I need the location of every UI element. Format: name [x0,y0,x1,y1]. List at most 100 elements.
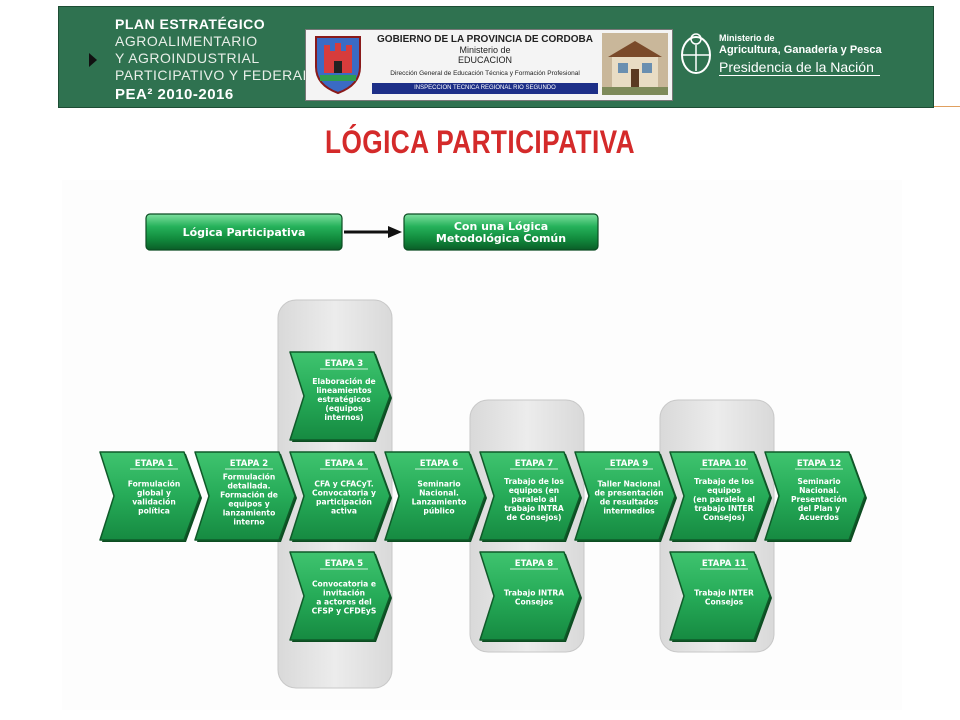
logic-box: Lógica Participativa [145,213,343,251]
stage-chevron [289,351,391,441]
stage-text: Consejos [705,598,744,607]
stage-label: ETAPA 2 [230,459,269,469]
stage-text: equipos y [228,500,269,509]
stage-text: equipos [707,486,741,495]
logic-box-label: Metodológica Común [436,232,566,245]
stage-text: lanzamiento [223,509,276,518]
stage-text: Nacional. [799,486,839,495]
stage-text: público [423,507,454,516]
stage-text: trabajo INTER [695,504,754,513]
stage-text: global y [137,489,171,498]
stage-label: ETAPA 4 [325,459,364,469]
stage-etapa-12: ETAPA 12 SeminarioNacional.Presentaciónde… [764,451,867,542]
stage-label: ETAPA 8 [515,559,554,569]
stage-text: Formulación [223,473,276,482]
stage-label: ETAPA 1 [135,459,174,469]
stage-text: intermedios [603,507,655,516]
stage-text: del Plan y [798,504,840,513]
stage-chevron [289,551,391,641]
stage-chevron [479,451,581,541]
national-emblem-icon [681,33,711,74]
stage-text: Nacional. [419,489,459,498]
plan-title-line: PARTICIPATIVO Y FEDERAL [115,67,311,83]
stage-etapa-4: ETAPA 4 CFA y CFACyT.Convocatoria ypartic… [289,451,392,542]
stage-text: Convocatoria y [312,489,376,498]
plan-period: PEA² 2010-2016 [115,86,234,103]
stage-text: equipos (en [509,486,559,495]
stage-text: Convocatoria e [312,580,376,589]
chevron-right-icon [89,53,97,67]
logic-box-shape [403,213,599,251]
ministry-presidency: Presidencia de la Nación [719,59,880,76]
ministry-line: Agricultura, Ganadería y Pesca [719,44,882,56]
stage-text: de resultados [600,498,659,507]
school-building-icon [602,33,668,95]
stage-label: ETAPA 11 [702,559,746,569]
stage-text: Trabajo de los [504,477,564,486]
cordoba-shield-icon [315,36,361,95]
stage-text: Seminario [417,480,460,489]
stage-chevron [764,451,866,541]
logic-box-label: Lógica Participativa [183,226,306,239]
stage-text: paralelo al [511,495,556,504]
stage-text: de Consejos) [507,513,562,522]
stage-text: Trabajo de los [694,477,754,486]
banner-rule [934,106,960,107]
stage-text: lineamientos [316,386,372,395]
stage-chevron [669,451,771,541]
stage-text: validación [132,498,176,507]
stage-label: ETAPA 9 [610,459,649,469]
stage-chevron [574,451,676,541]
stage-label: ETAPA 7 [515,459,554,469]
stage-text: estratégicos [317,395,371,404]
stage-label: ETAPA 12 [797,459,841,469]
stage-text: CFA y CFACyT. [314,480,373,489]
stage-text: CFSP y CFDEyS [312,607,377,616]
arrow-right-icon [388,226,402,238]
stage-text: Consejos [515,598,554,607]
stage-text: Acuerdos [799,513,839,522]
stage-text: Lanzamiento [412,498,467,507]
stage-chevron [99,451,201,541]
page-title: LÓGICA PARTICIPATIVA [325,124,635,160]
stage-text: de presentación [594,489,663,498]
logic-box-label: Con una Lógica [454,220,548,233]
stage-chevrons: ETAPA 1 Formulación global yvalidaciónpolí… [99,351,867,642]
ministry-logo: Ministerio de Agricultura, Ganadería y P… [677,27,933,97]
stage-etapa-6: ETAPA 6SeminarioNacional.Lanzamientopúbl… [384,451,487,542]
stage-text: Formación de [220,491,278,500]
stage-text: Trabajo INTER [694,589,754,598]
ministry-line: Ministerio de [719,33,775,43]
stage-text: Trabajo INTRA [504,589,564,598]
gov-line: Ministerio de [459,45,511,55]
stage-text: Consejos) [703,513,745,522]
stage-text: Seminario [797,477,840,486]
stage-text: (equipos [325,404,363,413]
stage-chevron [479,551,581,641]
plan-title-line: AGROALIMENTARIO [115,33,258,49]
stage-text: participación [316,498,372,507]
gov-inspection-bar: INSPECCION TECNICA REGIONAL RIO SEGUNDO [372,83,598,94]
stage-chevron [669,551,771,641]
gov-line: Dirección General de Educación Técnica y… [390,70,580,77]
stage-text: política [138,507,170,516]
stage-text: Taller Nacional [597,480,660,489]
government-logo-box: GOBIERNO DE LA PROVINCIA DE CORDOBA Mini… [305,29,673,101]
stage-chevron [194,451,296,541]
logic-box-shape [145,213,343,251]
plan-title-line: Y AGROINDUSTRIAL [115,50,260,66]
plan-title-line: PLAN ESTRATÉGICO [115,16,266,32]
stage-label: ETAPA 3 [325,359,364,369]
stage-chevron [384,451,486,541]
stage-text: Presentación [791,495,847,504]
stage-text: activa [331,507,357,516]
stage-text: (en paralelo al [693,495,755,504]
stage-text: detallada. [227,482,270,491]
